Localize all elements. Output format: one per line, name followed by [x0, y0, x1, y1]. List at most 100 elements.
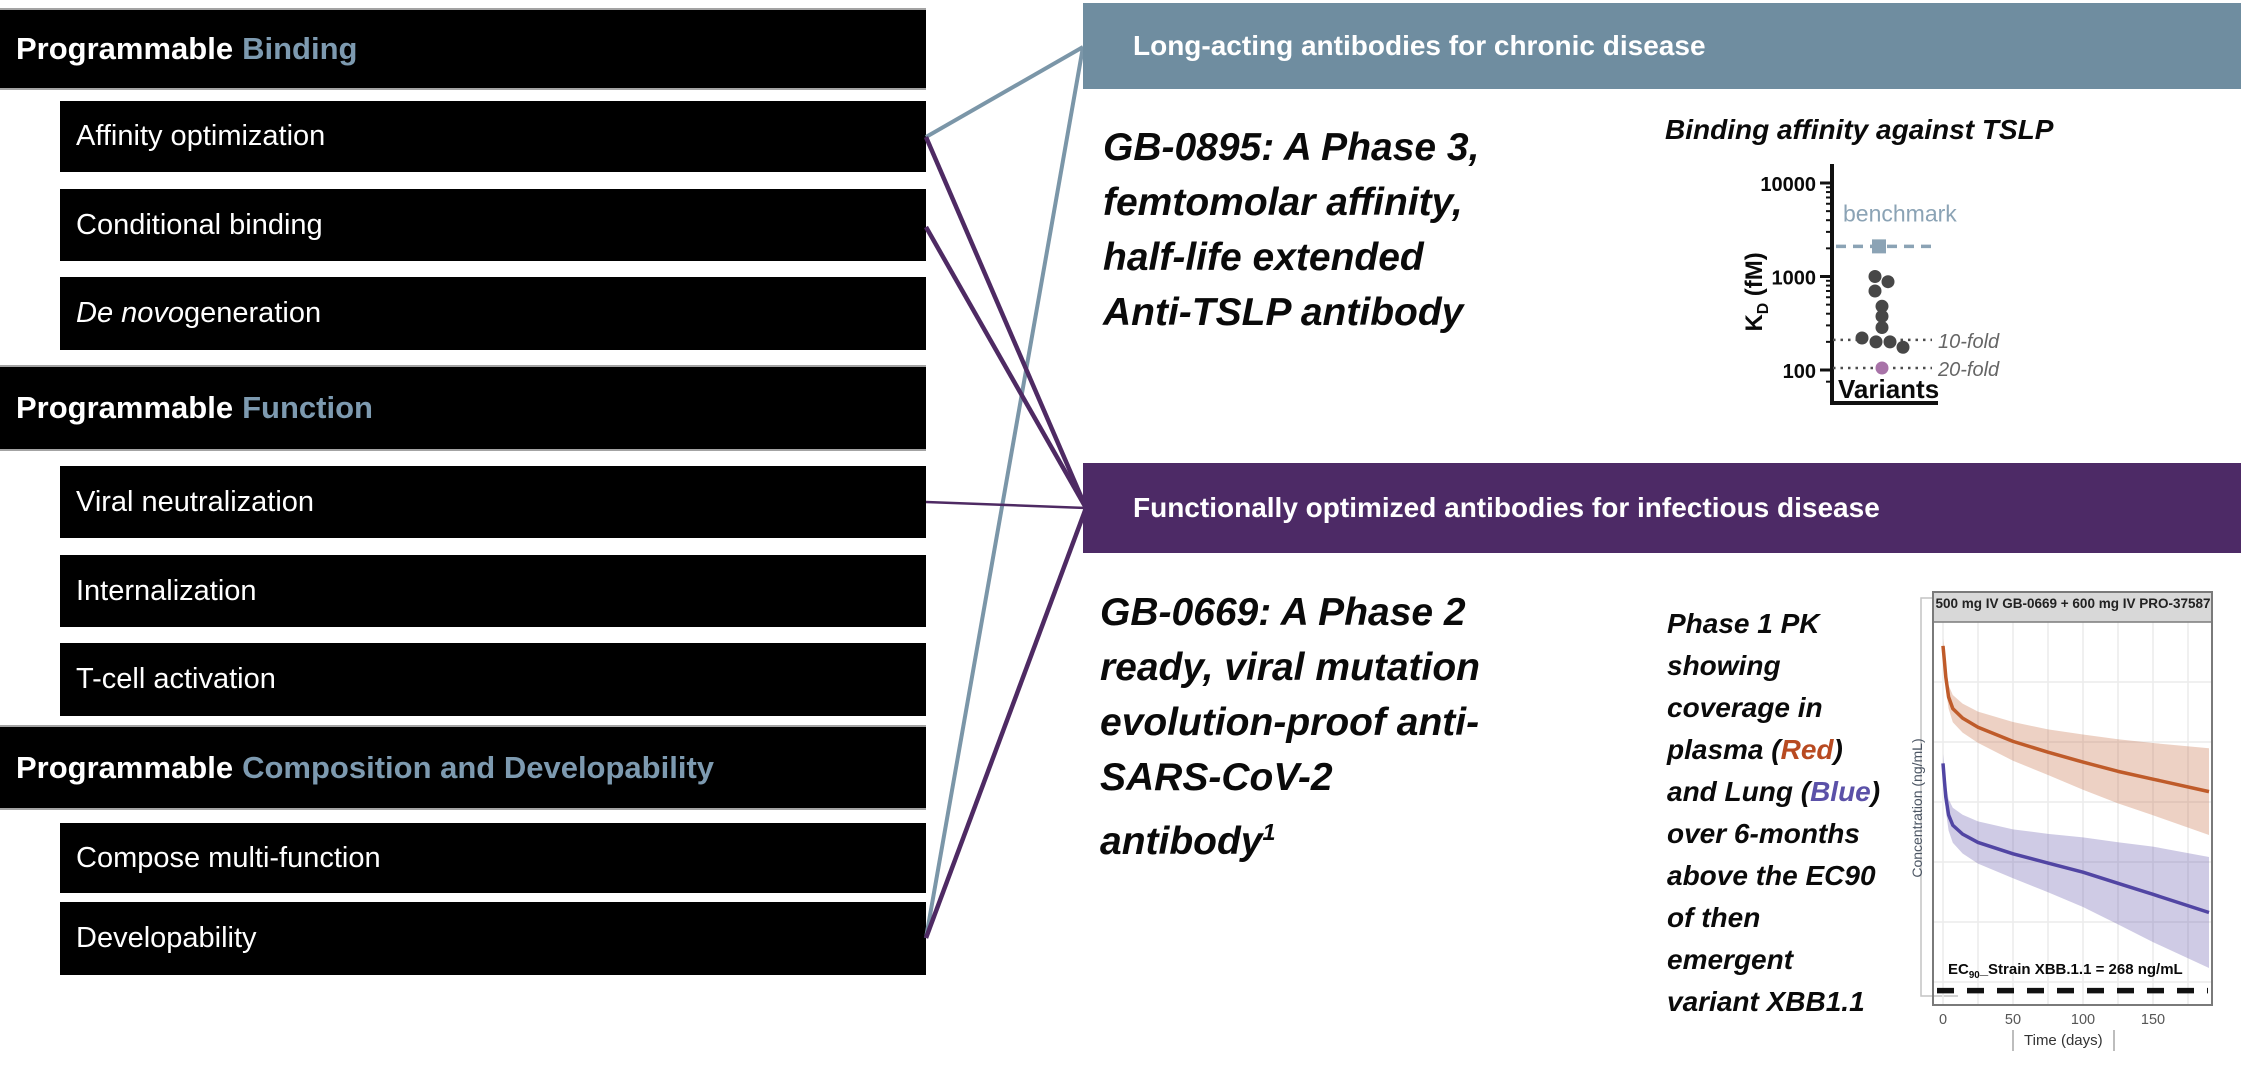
ec-pre: EC	[1948, 961, 1969, 978]
pk-title-strip	[1932, 591, 2213, 623]
purple-connector	[925, 500, 1087, 510]
item-affinity-optimization: Affinity optimization	[60, 101, 926, 172]
plasma-ci-band	[1943, 638, 2209, 836]
item-label: Affinity optimization	[76, 120, 326, 152]
pk-note-line: Phase 1 PK	[1667, 608, 1820, 639]
tslp-chart-title: Binding affinity against TSLP	[1665, 114, 2054, 145]
item-conditional-binding: Conditional binding	[60, 189, 926, 261]
tslp-x-axis-label: Variants	[1838, 374, 1939, 404]
heading-line: SARS-CoV-2	[1100, 756, 1333, 799]
purple-connector	[924, 225, 1088, 510]
variant-dot	[1896, 340, 1910, 354]
y-tick-label: 100	[1783, 361, 1816, 383]
pk-note-line: of then	[1667, 902, 1761, 933]
heading-line: femtomolar affinity,	[1103, 181, 1463, 224]
pk-note-line: above the EC90	[1667, 860, 1876, 891]
item-label: Compose multi-function	[76, 841, 381, 874]
x-tick-label: 150	[2141, 1012, 2165, 1028]
y-tick-label: 1000	[1772, 268, 1817, 290]
heading-line: Anti-TSLP antibody	[1103, 291, 1464, 334]
pk-plot-frame	[1932, 591, 2213, 1006]
gb0669-heading: GB-0669: A Phase 2 ready, viral mutation…	[1100, 585, 1480, 869]
footnote-superscript: 1	[1262, 819, 1276, 845]
heading-line: GB-0669: A Phase 2	[1100, 591, 1466, 634]
item-label: Viral neutralization	[76, 485, 315, 518]
pk-note-text: Phase 1 PK showing coverage in plasma (R…	[1667, 603, 1880, 1023]
section-header-label: Long-acting antibodies for chronic disea…	[1133, 30, 1706, 61]
item-t-cell-activation: T-cell activation	[60, 643, 926, 716]
group-header-prefix: Programmable	[16, 31, 234, 66]
benchmark-label: benchmark	[1843, 200, 1957, 226]
variant-dot	[1883, 335, 1897, 349]
steel-connector	[924, 46, 1085, 939]
pk-note-line: and Lung (Blue)	[1667, 771, 1880, 813]
item-developability: Developability	[60, 902, 926, 975]
pk-note-text-part: )	[1870, 776, 1881, 807]
item-label: Developability	[76, 922, 257, 954]
blue-word: Blue	[1810, 776, 1871, 807]
red-word: Red	[1780, 734, 1834, 765]
gridlines	[1933, 622, 2212, 1005]
variant-dot	[1855, 331, 1869, 345]
variant-dot	[1869, 335, 1883, 349]
pk-note-line: over 6-months	[1667, 818, 1860, 849]
plasma-pk-curve	[1941, 645, 2210, 794]
pk-x-axis-label: Time (days)	[2012, 1030, 2115, 1051]
pk-note-line: plasma (Red)	[1667, 729, 1880, 771]
group-header-function: Programmable Function	[0, 365, 926, 451]
heading-line: GB-0895: A Phase 3,	[1103, 126, 1480, 169]
variant-dot	[1875, 320, 1889, 334]
heading-line: evolution-proof anti-	[1100, 701, 1480, 744]
group-header-binding: Programmable Binding	[0, 8, 926, 90]
x-tick-label: 0	[1939, 1012, 1947, 1028]
tslp-scatter-chart: 10000 1000 100 benchmark 10-fold 20-foldVaria…	[1760, 164, 2000, 405]
item-label: Internalization	[76, 574, 257, 607]
pk-note-text-part: )	[1833, 734, 1843, 765]
steel-connector	[925, 45, 1084, 139]
group-header-accent: Composition and Developability	[242, 749, 715, 785]
pk-chart-title: 500 mg IV GB-0669 + 600 mg IV PRO-37587	[1935, 596, 2211, 611]
item-label: Conditional binding	[76, 208, 323, 241]
ylabel-box-edge	[1920, 597, 1958, 997]
ec-post: _Strain XBB.1.1 = 268 ng/mL	[1979, 961, 2183, 978]
pk-note-line: variant XBB1.1	[1667, 986, 1865, 1017]
ec90-annotation: EC90_Strain XBB.1.1 = 268 ng/mL	[1948, 961, 2183, 981]
item-de-novo-generation: De novo generation	[60, 277, 926, 350]
variant-dot	[1875, 309, 1889, 323]
group-header-prefix: Programmable	[16, 390, 234, 425]
lung-ci-band	[1943, 753, 2209, 968]
variant-dot	[1881, 275, 1895, 289]
heading-line-text: antibody	[1100, 820, 1263, 863]
section-header-chronic: Long-acting antibodies for chronic disea…	[1083, 3, 2241, 89]
x-tick-label: 50	[2005, 1012, 2021, 1028]
purple-connector	[923, 507, 1089, 939]
lung-pk-curve	[1941, 763, 2210, 915]
item-label: generation	[184, 297, 322, 329]
heading-line: ready, viral mutation	[1100, 646, 1481, 689]
group-header-prefix: Programmable	[16, 749, 234, 785]
ec-sub: 90	[1968, 970, 1980, 981]
group-header-accent: Function	[242, 390, 373, 425]
group-header-accent: Binding	[242, 31, 358, 66]
heading-line: half-life extended	[1103, 236, 1424, 279]
item-viral-neutralization: Viral neutralization	[60, 466, 926, 538]
fold-reference-label: 10-fold	[1938, 331, 2000, 353]
x-tick-label: 100	[2071, 1012, 2095, 1028]
item-compose-multi-function: Compose multi-function	[60, 823, 926, 893]
y-tick-label: 10000	[1760, 174, 1816, 196]
pk-note-text-part: and Lung (	[1667, 776, 1811, 807]
pk-note-line: coverage in	[1667, 692, 1823, 723]
fold-reference-label: 20-fold	[1937, 359, 2000, 381]
pk-note-text-part: plasma (	[1667, 734, 1781, 765]
section-header-label: Functionally optimized antibodies for in…	[1133, 492, 1880, 523]
purple-connector	[923, 136, 1089, 509]
section-header-infectious: Functionally optimized antibodies for in…	[1083, 463, 2241, 553]
item-label-italic: De novo	[76, 297, 185, 329]
highlight-dot	[1875, 361, 1889, 375]
pk-y-axis-label: Concentration (ng/mL)	[1909, 738, 1925, 878]
gb0895-heading: GB-0895: A Phase 3, femtomolar affinity,…	[1103, 120, 1479, 340]
benchmark-marker	[1872, 239, 1886, 254]
variant-dot	[1868, 284, 1882, 298]
